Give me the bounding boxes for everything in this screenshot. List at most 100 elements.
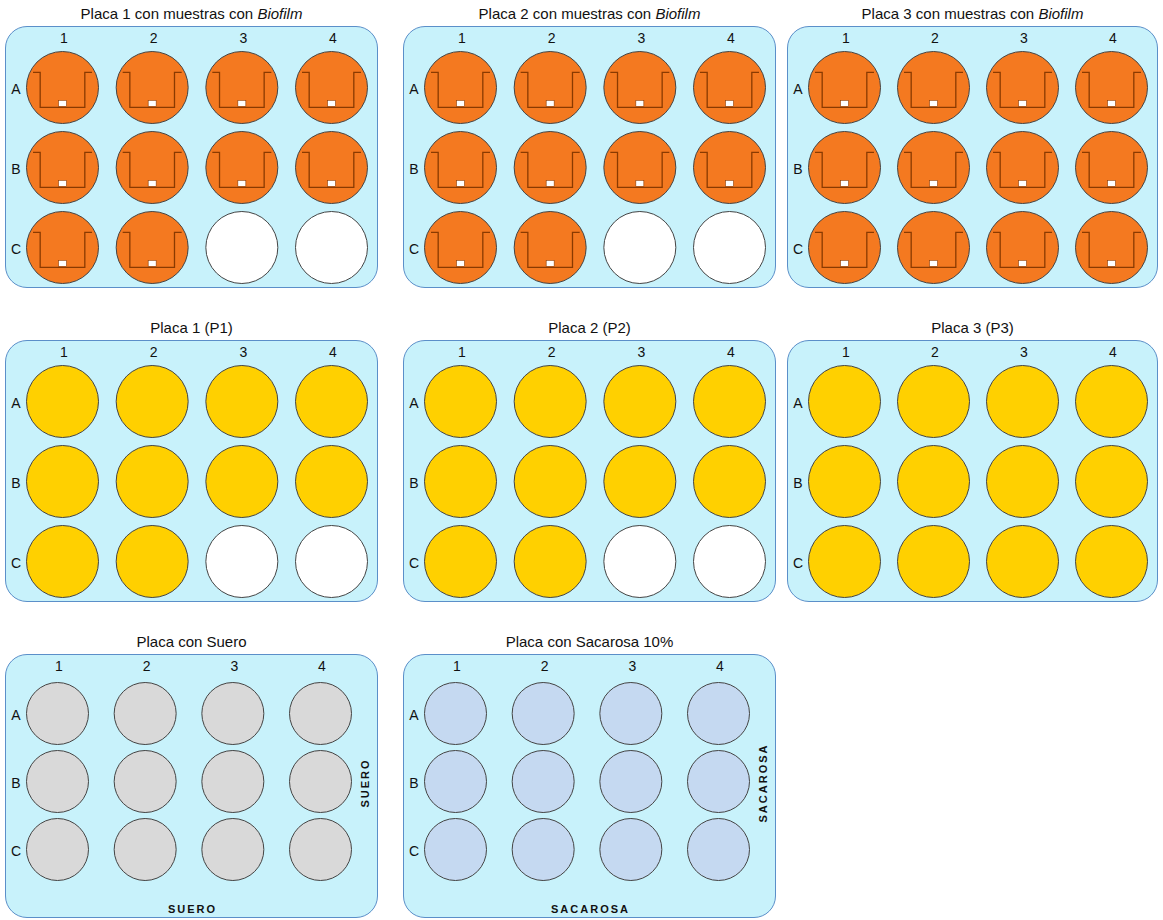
- column-number: 4: [727, 344, 735, 360]
- row-letter: A: [409, 395, 418, 411]
- well: [694, 526, 766, 598]
- transwell-insert: [521, 72, 580, 107]
- sample-chip: [930, 260, 938, 266]
- well: [898, 212, 970, 284]
- plate-body: 1234ABCSUEROSUERO: [5, 654, 378, 918]
- well: [116, 212, 188, 284]
- column-number: 3: [637, 30, 645, 46]
- well: [296, 52, 368, 124]
- well: [604, 212, 676, 284]
- well: [116, 366, 188, 438]
- well: [512, 819, 574, 881]
- well: [425, 132, 497, 204]
- sample-chip: [457, 100, 465, 106]
- well: [987, 212, 1059, 284]
- transwell-insert: [521, 152, 580, 187]
- plate-title: Placa con Sacarosa 10%: [403, 632, 776, 652]
- column-number: 4: [1109, 30, 1117, 46]
- row-letter: B: [409, 475, 418, 491]
- well: [425, 683, 487, 745]
- plate-title: Placa 3 (P3): [787, 318, 1158, 338]
- well: [512, 683, 574, 745]
- column-number: 4: [318, 658, 326, 674]
- well: [425, 526, 497, 598]
- transwell-insert: [123, 232, 182, 267]
- column-number: 2: [150, 30, 158, 46]
- well: [987, 526, 1059, 598]
- well: [694, 52, 766, 124]
- well: [114, 751, 176, 813]
- well-plate: Placa con Suero1234ABCSUEROSUERO: [5, 632, 378, 918]
- well: [809, 212, 881, 284]
- plate-label: SUERO: [357, 758, 373, 807]
- column-number: 1: [453, 658, 461, 674]
- well: [694, 446, 766, 518]
- row-letter: A: [11, 395, 20, 411]
- row-letter: A: [11, 707, 20, 723]
- well-plate: Placa 3 (P3)1234ABC: [787, 318, 1158, 602]
- wells: [404, 341, 777, 603]
- transwell-insert: [815, 152, 874, 187]
- title-italic: Biofilm: [257, 5, 302, 22]
- well: [206, 526, 278, 598]
- row-letter: C: [11, 555, 21, 571]
- row-letter: A: [793, 81, 802, 97]
- well: [290, 751, 352, 813]
- column-number: 2: [548, 30, 556, 46]
- well: [27, 751, 89, 813]
- plate-title: Placa con Suero: [5, 632, 378, 652]
- well-plate: Placa 2 (P2)1234ABC: [403, 318, 776, 602]
- transwell-insert: [993, 232, 1052, 267]
- column-number: 3: [628, 658, 636, 674]
- row-letter: B: [11, 161, 20, 177]
- well: [27, 132, 99, 204]
- transwell-insert: [431, 72, 490, 107]
- well: [116, 446, 188, 518]
- sample-chip: [457, 260, 465, 266]
- transwell-insert: [610, 152, 669, 187]
- transwell-insert: [993, 72, 1052, 107]
- sample-chip: [328, 100, 336, 106]
- sample-chip: [1108, 100, 1116, 106]
- title-part: Placa 1 con muestras con: [81, 5, 258, 22]
- plate-body: 1234ABC: [403, 26, 776, 288]
- well: [1076, 132, 1148, 204]
- plate-label: SACAROSA: [551, 901, 630, 917]
- well: [1076, 52, 1148, 124]
- well: [116, 52, 188, 124]
- well: [1076, 212, 1148, 284]
- sample-chip: [546, 100, 554, 106]
- transwell-insert: [904, 232, 963, 267]
- well: [809, 52, 881, 124]
- plate-body: 1234ABC: [403, 340, 776, 602]
- sample-chip: [546, 180, 554, 186]
- transwell-insert: [1082, 152, 1141, 187]
- transwell-insert: [815, 72, 874, 107]
- well: [296, 446, 368, 518]
- well: [898, 132, 970, 204]
- well: [202, 819, 264, 881]
- sample-chip: [1108, 180, 1116, 186]
- plate-body: 1234ABC: [5, 26, 378, 288]
- transwell-insert: [431, 232, 490, 267]
- well: [514, 526, 586, 598]
- sample-chip: [841, 100, 849, 106]
- well: [898, 52, 970, 124]
- row-letter: B: [11, 775, 20, 791]
- well: [514, 52, 586, 124]
- transwell-insert: [212, 72, 271, 107]
- plate-body: 1234ABC: [787, 26, 1158, 288]
- transwell-insert: [33, 72, 92, 107]
- well-plate: Placa 2 con muestras con Biofilm1234ABC: [403, 4, 776, 288]
- well-plate: Placa 1 (P1)1234ABC: [5, 318, 378, 602]
- sample-chip: [238, 100, 246, 106]
- plate-title: Placa 1 con muestras con Biofilm: [5, 4, 378, 24]
- sample-chip: [1019, 100, 1027, 106]
- well: [114, 683, 176, 745]
- column-number: 1: [60, 344, 68, 360]
- row-letter: A: [11, 81, 20, 97]
- well: [514, 212, 586, 284]
- wells: [6, 655, 379, 919]
- column-number: 1: [842, 344, 850, 360]
- sample-chip: [148, 100, 156, 106]
